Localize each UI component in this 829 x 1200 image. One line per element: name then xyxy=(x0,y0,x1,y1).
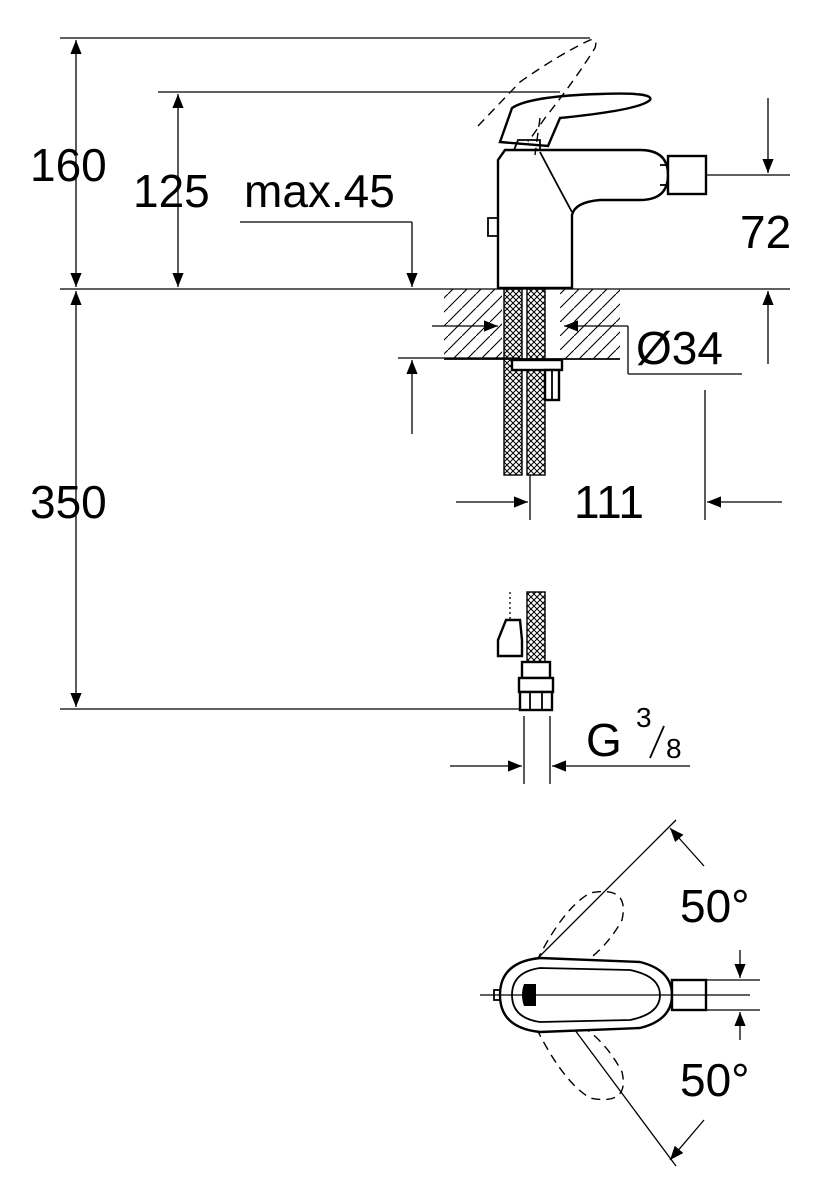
deck-section xyxy=(444,289,620,360)
angle-label-lower: 50° xyxy=(680,1054,750,1106)
dim-label-350: 350 xyxy=(30,476,107,528)
dim-label-111: 111 xyxy=(574,476,644,528)
supply-hoses xyxy=(496,288,564,712)
dimension-111: 111 xyxy=(456,390,782,528)
dimension-72: 72 xyxy=(740,98,791,364)
plan-view: 50° 50° xyxy=(480,819,760,1167)
dim-label-diameter: Ø34 xyxy=(636,322,723,374)
dim-label-72: 72 xyxy=(740,206,791,258)
dimension-max45: max.45 xyxy=(240,165,520,434)
angle-label-upper: 50° xyxy=(680,880,750,932)
dimension-connection: G 3 8 xyxy=(450,702,690,784)
dim-label-125: 125 xyxy=(133,165,210,217)
dim-label-max45: max.45 xyxy=(244,165,395,217)
dimension-160: 160 xyxy=(30,40,107,287)
dim-label-160: 160 xyxy=(30,139,107,191)
dimension-350: 350 xyxy=(30,291,107,707)
dim-label-connection-den: 8 xyxy=(666,733,682,764)
dim-label-connection-num: 3 xyxy=(636,702,652,733)
dimension-125: 125 xyxy=(133,94,210,287)
mixer-body xyxy=(477,38,708,290)
dim-label-connection-g: G xyxy=(586,714,622,766)
reference-lines xyxy=(60,37,790,710)
